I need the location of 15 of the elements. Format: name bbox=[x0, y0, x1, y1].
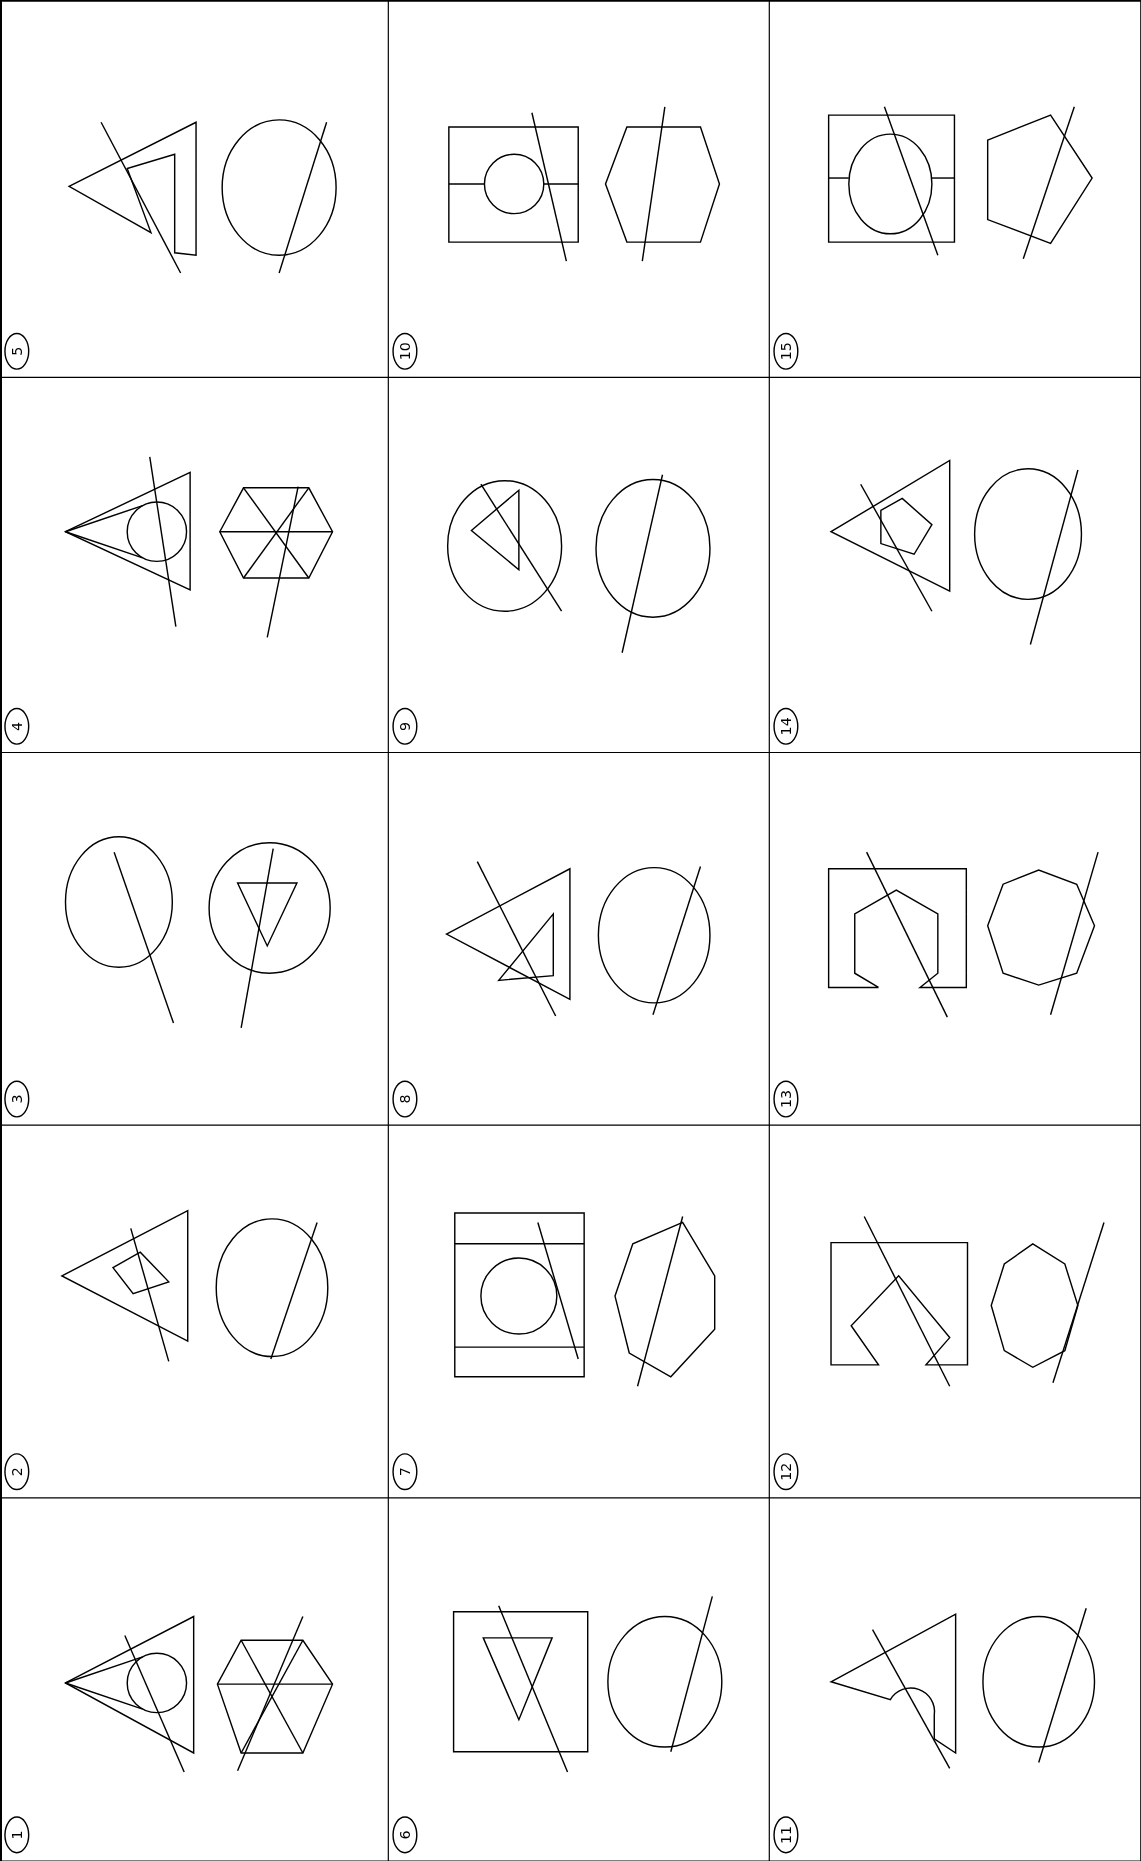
callout-number: 8 bbox=[392, 1080, 418, 1118]
callout-number: 5 bbox=[4, 332, 30, 370]
callout-number: 12 bbox=[773, 1453, 799, 1491]
callout-number: 9 bbox=[392, 707, 418, 745]
callout-number: 7 bbox=[392, 1453, 418, 1491]
callout-number: 13 bbox=[773, 1080, 799, 1118]
callout-number: 14 bbox=[773, 707, 799, 745]
callout-number: 1 bbox=[4, 1816, 30, 1854]
callout-number: 15 bbox=[773, 332, 799, 370]
callout-number: 4 bbox=[4, 707, 30, 745]
callout-number: 11 bbox=[773, 1816, 799, 1854]
callout-number: 6 bbox=[392, 1816, 418, 1854]
callout-number: 2 bbox=[4, 1453, 30, 1491]
callout-number: 3 bbox=[4, 1080, 30, 1118]
callout-number: 10 bbox=[392, 332, 418, 370]
